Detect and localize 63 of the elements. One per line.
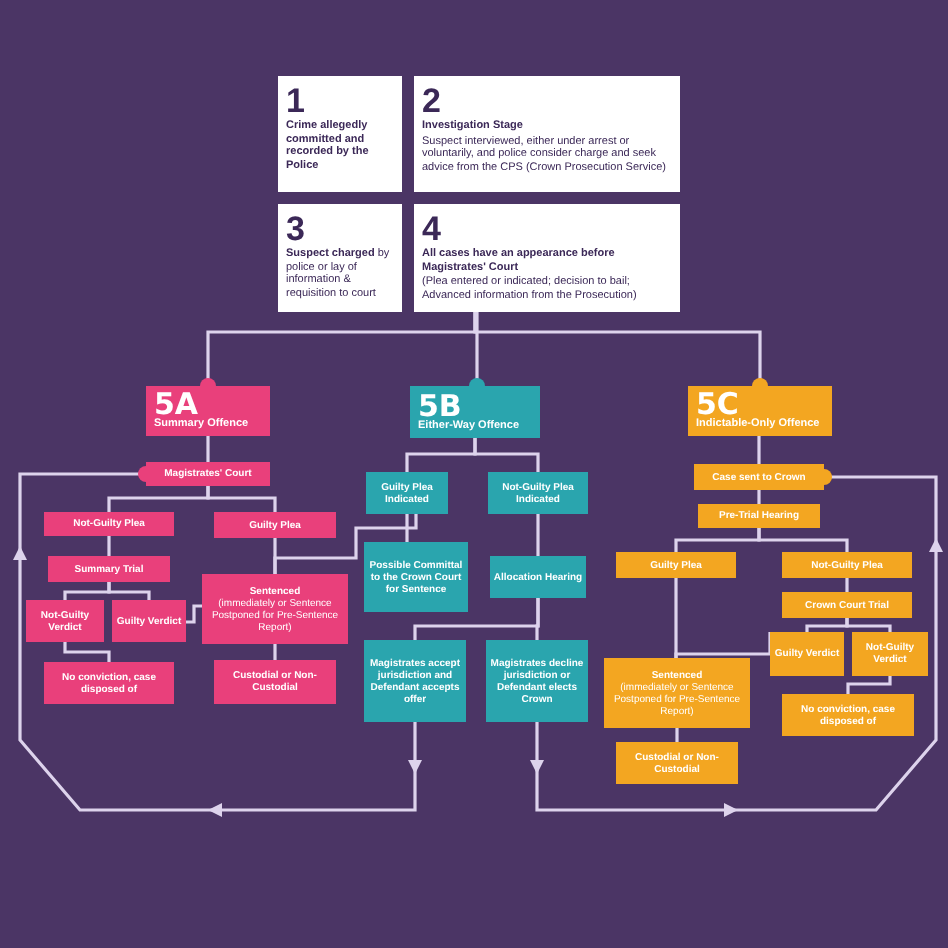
step-number: 2 [422, 84, 441, 118]
process-box [364, 542, 468, 612]
process-box [490, 556, 586, 598]
step-number: 3 [286, 212, 305, 246]
process-box [44, 512, 174, 536]
process-box [782, 694, 914, 736]
process-box [112, 600, 186, 642]
process-box [146, 462, 270, 486]
offence-number: 5B [418, 391, 462, 419]
arrow [13, 466, 422, 817]
offence-header-box [410, 386, 540, 438]
process-box [214, 660, 336, 704]
offence-number: 5C [696, 390, 739, 418]
connector-line [674, 578, 678, 658]
connector-line [757, 528, 849, 552]
process-box [698, 504, 820, 528]
process-box [214, 512, 336, 538]
connector-line [186, 604, 202, 624]
offence-number: 5A [154, 390, 199, 418]
connector-line [473, 438, 540, 472]
connector-line [273, 514, 418, 574]
process-box [616, 742, 738, 784]
step-card [278, 76, 402, 192]
connector-line [107, 536, 111, 556]
connector-line [675, 728, 679, 742]
process-box [202, 574, 348, 644]
connector-line [535, 598, 540, 640]
connector-line [845, 578, 849, 592]
process-box [782, 592, 912, 618]
process-box [364, 640, 466, 722]
connector-line [674, 632, 772, 658]
step-card [414, 76, 680, 192]
connector-line [107, 582, 151, 600]
process-box [770, 632, 844, 676]
connector-line [536, 514, 540, 556]
process-box [486, 640, 588, 722]
step-card [278, 204, 402, 312]
process-box [616, 552, 736, 578]
connector-line [845, 618, 892, 632]
connector-line [273, 644, 277, 660]
step-number: 4 [422, 212, 441, 246]
arrow [530, 469, 943, 817]
process-box [48, 556, 170, 582]
process-box [366, 472, 448, 514]
step-number: 1 [286, 84, 305, 118]
connector-line [63, 642, 111, 662]
process-box [604, 658, 750, 728]
process-box [782, 552, 912, 578]
connector-line [846, 676, 892, 694]
process-box [488, 472, 588, 514]
process-box [44, 662, 174, 704]
connector-line [405, 514, 409, 542]
step-card [414, 204, 680, 312]
connector-line [805, 618, 849, 632]
connector-line [206, 486, 277, 512]
process-box [852, 632, 928, 676]
process-box [26, 600, 104, 642]
offence-header-box [146, 386, 270, 436]
connector-line [757, 490, 761, 504]
process-box [694, 464, 824, 490]
offence-header-box [688, 386, 832, 436]
connector-line [206, 436, 210, 462]
connector-line [757, 436, 761, 464]
